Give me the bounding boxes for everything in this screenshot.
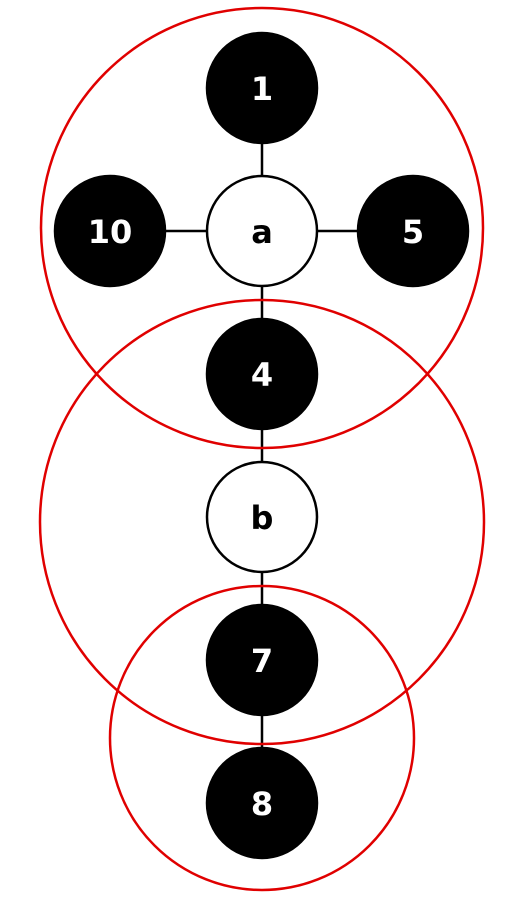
group-b-ring bbox=[38, 298, 486, 746]
node-5: 5 bbox=[356, 174, 470, 288]
node-label: 8 bbox=[251, 785, 273, 823]
node-a: a bbox=[205, 174, 319, 288]
node-label: b bbox=[251, 499, 274, 537]
node-1: 1 bbox=[205, 31, 319, 145]
nodes-layer: 1 10 a 5 4 b 7 8 bbox=[53, 31, 470, 860]
node-circle bbox=[53, 174, 167, 288]
node-label: 4 bbox=[251, 356, 273, 394]
node-8: 8 bbox=[205, 746, 319, 860]
node-4: 4 bbox=[205, 317, 319, 431]
group-rings-layer bbox=[38, 6, 486, 892]
node-circle bbox=[205, 317, 319, 431]
node-label: 7 bbox=[251, 642, 273, 680]
node-circle bbox=[205, 460, 319, 574]
node-7: 7 bbox=[205, 603, 319, 717]
node-circle bbox=[205, 174, 319, 288]
node-label: 1 bbox=[251, 70, 273, 108]
group-a-ring bbox=[39, 6, 485, 450]
node-label: 5 bbox=[402, 213, 424, 251]
node-10: 10 bbox=[53, 174, 167, 288]
node-circle bbox=[205, 603, 319, 717]
node-circle bbox=[356, 174, 470, 288]
node-circle bbox=[205, 31, 319, 145]
node-label: 10 bbox=[88, 213, 133, 251]
group-7-8-ring bbox=[108, 584, 416, 892]
node-b: b bbox=[205, 460, 319, 574]
node-circle bbox=[205, 746, 319, 860]
node-label: a bbox=[251, 213, 273, 251]
